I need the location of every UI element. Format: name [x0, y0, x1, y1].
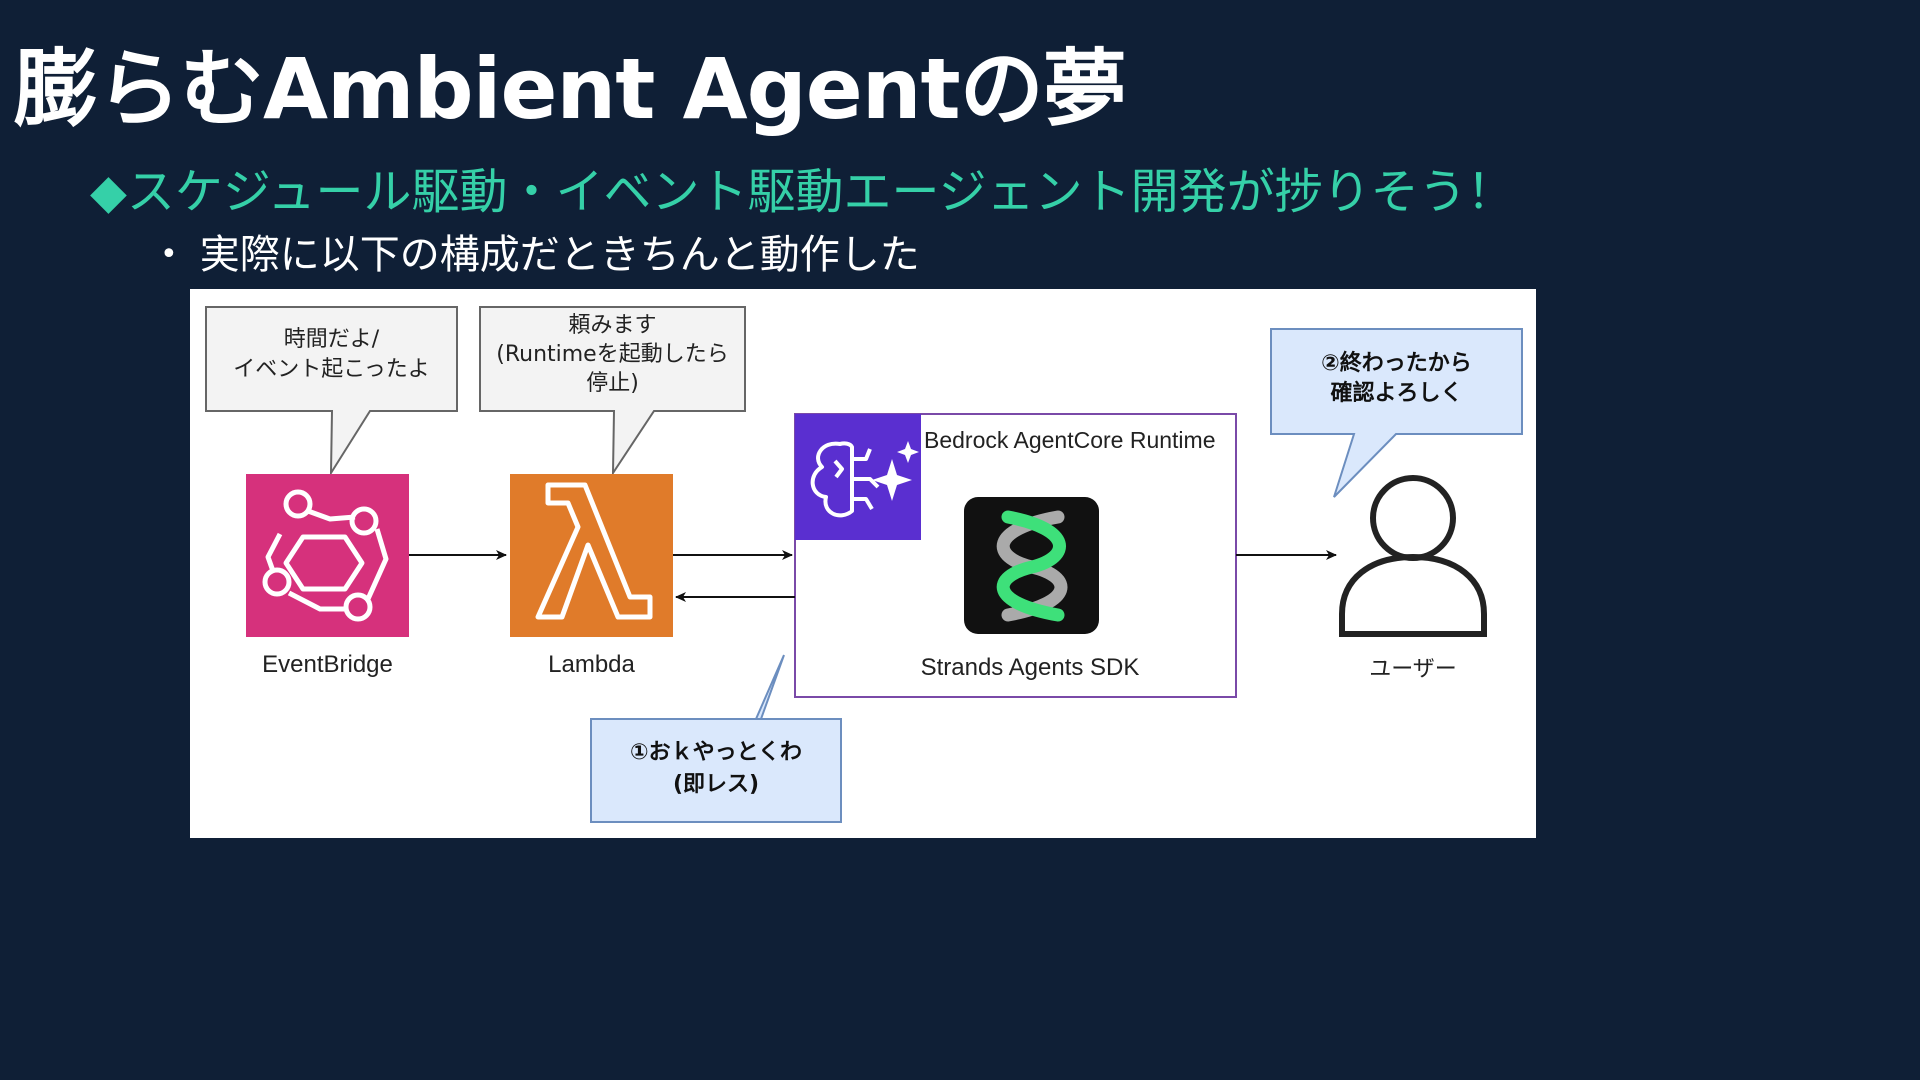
lambda-icon	[510, 474, 673, 637]
lambda-label: Lambda	[548, 651, 635, 678]
slide-title: 膨らむAmbient Agentの夢	[14, 40, 1127, 138]
callout-user-text: ②終わったから 確認よろしく	[1271, 349, 1522, 409]
callout-eventbridge-text: 時間だよ/ イベント起こったよ	[206, 325, 457, 385]
callout-user-line-1: ②終わったから	[1321, 351, 1472, 376]
user-icon	[1339, 475, 1487, 637]
sub-bullet: • 実際に以下の構成だときちんと動作した	[160, 222, 920, 280]
callout-eventbridge-line-2: イベント起こったよ	[233, 357, 430, 382]
main-bullet: ◆スケジュール駆動・イベント駆動エージェント開発が捗りそう！	[90, 164, 1515, 220]
diagram-canvas	[205, 306, 1523, 823]
callout-response-text: ①おｋやっとくわ (即レス)	[591, 737, 841, 801]
callout-response-shape	[590, 654, 842, 823]
callout-eventbridge-shape	[205, 306, 458, 477]
eventbridge-label: EventBridge	[262, 651, 393, 678]
strands-icon	[964, 497, 1099, 634]
runtime-label: Bedrock AgentCore Runtime	[924, 427, 1216, 453]
sub-bullet-text: 実際に以下の構成だときちんと動作した	[199, 232, 920, 278]
agentcore-icon	[795, 414, 921, 540]
callout-lambda-line-1: 頼みます	[568, 313, 657, 338]
callout-response-line-1: ①おｋやっとくわ	[630, 740, 802, 765]
user-label: ユーザー	[1369, 656, 1457, 681]
callout-response-line-2: (即レス)	[672, 772, 760, 797]
architecture-diagram: 時間だよ/ イベント起こったよ 頼みます (Runtimeを起動したら 停止) …	[190, 289, 1536, 838]
callout-lambda-line-2: (Runtimeを起動したら	[496, 342, 729, 367]
callout-lambda-shape	[479, 306, 746, 477]
callout-lambda-text: 頼みます (Runtimeを起動したら 停止)	[480, 311, 745, 398]
eventbridge-icon	[246, 474, 409, 637]
strands-label: Strands Agents SDK	[920, 654, 1140, 681]
callout-eventbridge-line-1: 時間だよ/	[283, 327, 380, 352]
callout-user-line-2: 確認よろしく	[1330, 381, 1463, 406]
callout-lambda-line-3: 停止)	[586, 371, 639, 396]
callout-user-shape	[1270, 328, 1523, 498]
bullet-dot: •	[160, 237, 178, 272]
